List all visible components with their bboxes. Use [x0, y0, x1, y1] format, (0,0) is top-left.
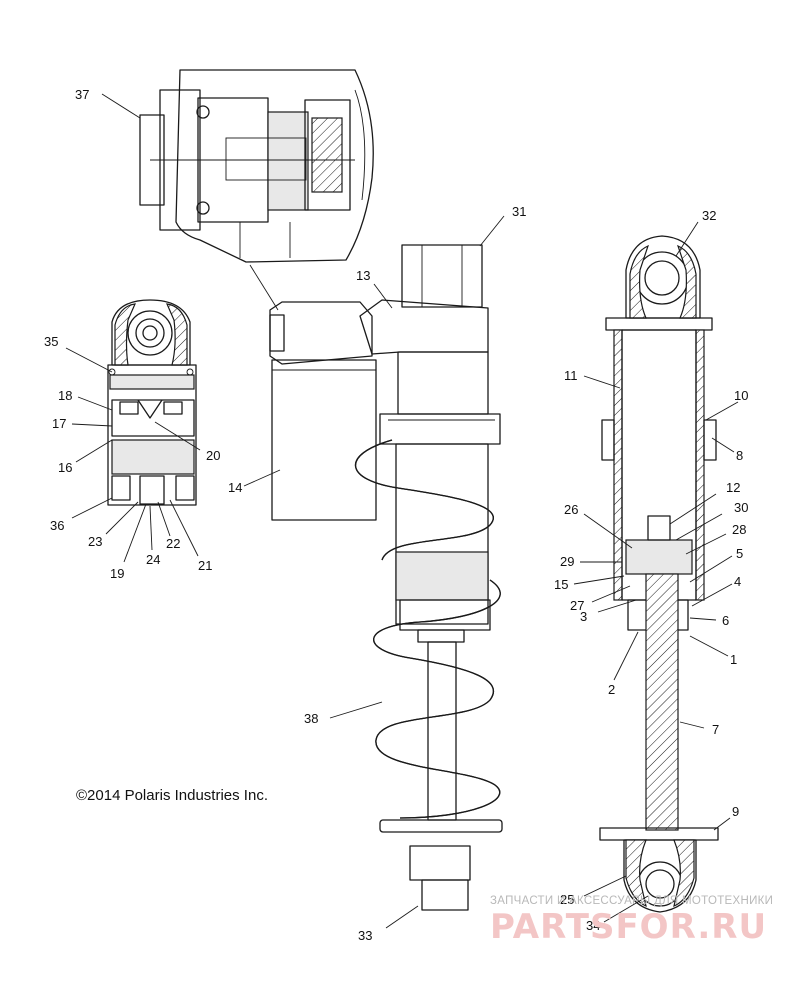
callout-21: 21 [198, 558, 212, 573]
callout-2: 2 [608, 682, 615, 697]
watermark: ЗАПЧАСТИ И АКСЕССУАРЫ ДЛЯ МОТОТЕХНИКИ PA… [490, 895, 773, 947]
callout-12: 12 [726, 480, 740, 495]
callout-20: 20 [206, 448, 220, 463]
callout-30: 30 [734, 500, 748, 515]
reservoir-valve-detail [139, 69, 374, 263]
callout-25: 25 [560, 892, 574, 907]
callout-5: 5 [736, 546, 743, 561]
main-body-cross-section [599, 235, 719, 913]
callout-28: 28 [732, 522, 746, 537]
callout-24: 24 [146, 552, 160, 567]
callout-labels: 37 35 18 17 16 20 14 36 23 22 24 21 19 1… [44, 87, 748, 943]
callout-17: 17 [52, 416, 66, 431]
callout-36: 36 [50, 518, 64, 533]
callout-13: 13 [356, 268, 370, 283]
callout-19: 19 [110, 566, 124, 581]
callout-15: 15 [554, 577, 568, 592]
callout-23: 23 [88, 534, 102, 549]
callout-9: 9 [732, 804, 739, 819]
watermark-logo-text: PARTSFOR.RU [490, 907, 767, 947]
copyright-notice: ©2014 Polaris Industries Inc. [76, 787, 268, 804]
callout-18: 18 [58, 388, 72, 403]
callout-33: 33 [358, 928, 372, 943]
callout-6: 6 [722, 613, 729, 628]
callout-38: 38 [304, 711, 318, 726]
callout-16: 16 [58, 460, 72, 475]
reservoir-cross-section [107, 299, 197, 506]
callout-7: 7 [712, 722, 719, 737]
callout-1: 1 [730, 652, 737, 667]
watermark-tagline: ЗАПЧАСТИ И АКСЕССУАРЫ ДЛЯ МОТОТЕХНИКИ [490, 895, 773, 907]
callout-37: 37 [75, 87, 89, 102]
callout-8: 8 [736, 448, 743, 463]
callout-10: 10 [734, 388, 748, 403]
callout-11: 11 [564, 368, 578, 383]
callout-22: 22 [166, 536, 180, 551]
callout-35: 35 [44, 334, 58, 349]
callout-3: 3 [580, 609, 587, 624]
callout-34: 34 [586, 918, 600, 933]
callout-27: 27 [570, 598, 584, 613]
shock-assembly [269, 244, 503, 911]
callout-31: 31 [512, 204, 526, 219]
callout-4: 4 [734, 574, 741, 589]
callout-32: 32 [702, 208, 716, 223]
callout-26: 26 [564, 502, 578, 517]
callout-29: 29 [560, 554, 574, 569]
callout-14: 14 [228, 480, 242, 495]
